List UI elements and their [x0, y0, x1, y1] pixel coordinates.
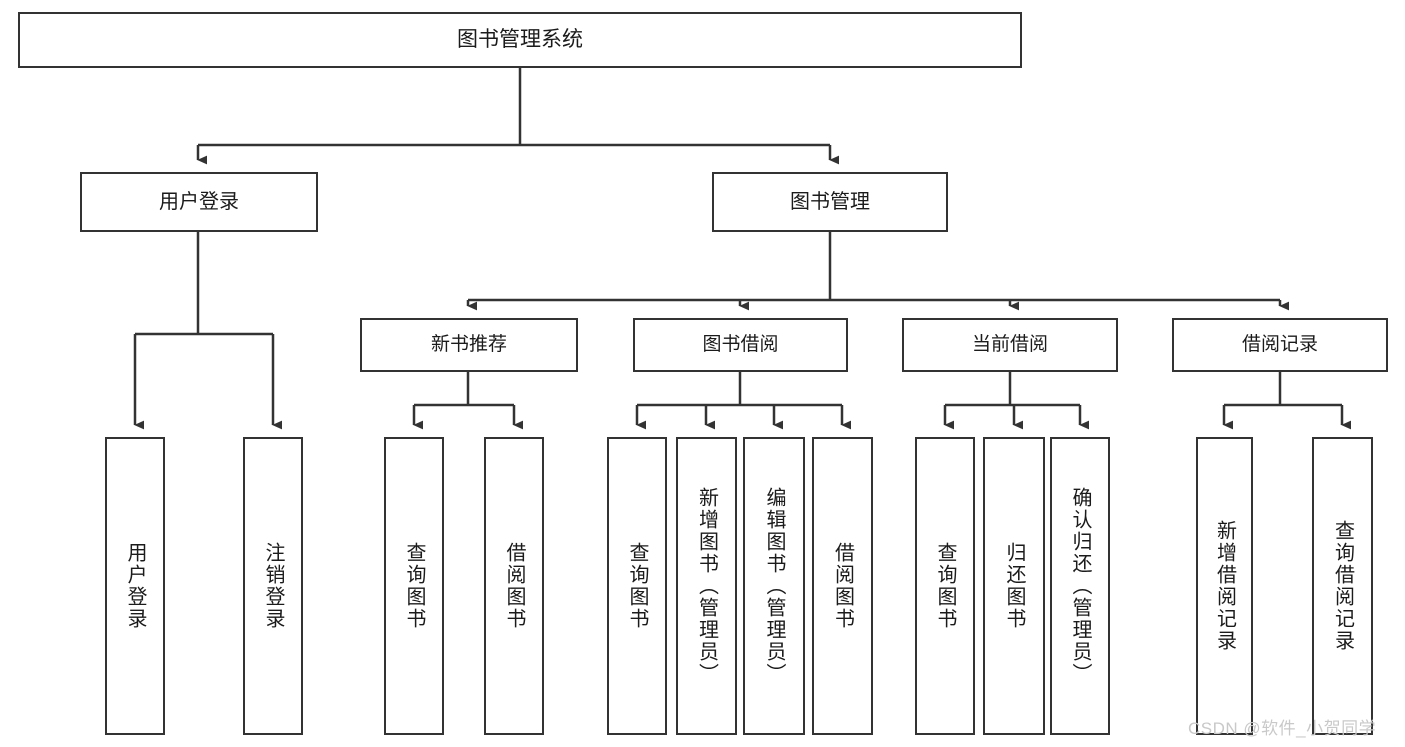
node-user-login[interactable]: 用户登录	[80, 172, 318, 232]
node-leaf-add-borrow-record-label: 新增借阅记录	[1213, 520, 1236, 652]
node-leaf-add-book-admin[interactable]: 新增图书（管理员）	[676, 437, 737, 735]
node-new-book-recommend-label: 新书推荐	[430, 334, 507, 356]
node-leaf-logout-label: 注销登录	[262, 542, 284, 630]
node-book-management[interactable]: 图书管理	[712, 172, 948, 232]
node-leaf-query-borrow-record-label: 查询借阅记录	[1331, 520, 1354, 652]
node-current-borrow-label: 当前借阅	[971, 334, 1048, 356]
node-leaf-borrow-book-label: 借阅图书	[831, 542, 854, 630]
node-leaf-edit-book-admin-label: 编辑图书（管理员）	[763, 487, 785, 685]
node-leaf-return-book-label: 归还图书	[1003, 542, 1025, 630]
node-leaf-query-book-recommend-label: 查询图书	[403, 542, 425, 630]
node-borrow-record-label: 借阅记录	[1241, 334, 1318, 356]
node-borrow-record[interactable]: 借阅记录	[1172, 318, 1388, 372]
node-leaf-logout[interactable]: 注销登录	[243, 437, 303, 735]
node-current-borrow[interactable]: 当前借阅	[902, 318, 1118, 372]
node-user-login-label: 用户登录	[159, 190, 239, 213]
node-leaf-borrow-book[interactable]: 借阅图书	[812, 437, 873, 735]
node-leaf-add-borrow-record[interactable]: 新增借阅记录	[1196, 437, 1253, 735]
node-leaf-query-borrow-record[interactable]: 查询借阅记录	[1312, 437, 1373, 735]
node-root-system[interactable]: 图书管理系统	[18, 12, 1022, 68]
node-leaf-borrow-book-recommend-label: 借阅图书	[503, 542, 525, 630]
node-leaf-query-book[interactable]: 查询图书	[607, 437, 667, 735]
node-root-system-label: 图书管理系统	[457, 28, 583, 52]
node-leaf-confirm-return-admin[interactable]: 确认归还（管理员）	[1050, 437, 1110, 735]
node-leaf-query-book-current-label: 查询图书	[934, 542, 956, 630]
node-leaf-user-login-label: 用户登录	[124, 542, 146, 630]
node-book-borrow[interactable]: 图书借阅	[633, 318, 848, 372]
node-leaf-confirm-return-admin-label: 确认归还（管理员）	[1069, 487, 1091, 685]
node-leaf-query-book-recommend[interactable]: 查询图书	[384, 437, 444, 735]
node-leaf-add-book-admin-label: 新增图书（管理员）	[695, 487, 718, 685]
node-leaf-return-book[interactable]: 归还图书	[983, 437, 1045, 735]
node-leaf-user-login[interactable]: 用户登录	[105, 437, 165, 735]
node-book-management-label: 图书管理	[790, 190, 870, 213]
csdn-watermark: CSDN @软件_小贺同学	[1188, 719, 1377, 738]
node-leaf-query-book-label: 查询图书	[626, 542, 648, 630]
node-book-borrow-label: 图书借阅	[702, 334, 779, 356]
node-leaf-query-book-current[interactable]: 查询图书	[915, 437, 975, 735]
node-new-book-recommend[interactable]: 新书推荐	[360, 318, 578, 372]
node-leaf-edit-book-admin[interactable]: 编辑图书（管理员）	[743, 437, 805, 735]
node-leaf-borrow-book-recommend[interactable]: 借阅图书	[484, 437, 544, 735]
